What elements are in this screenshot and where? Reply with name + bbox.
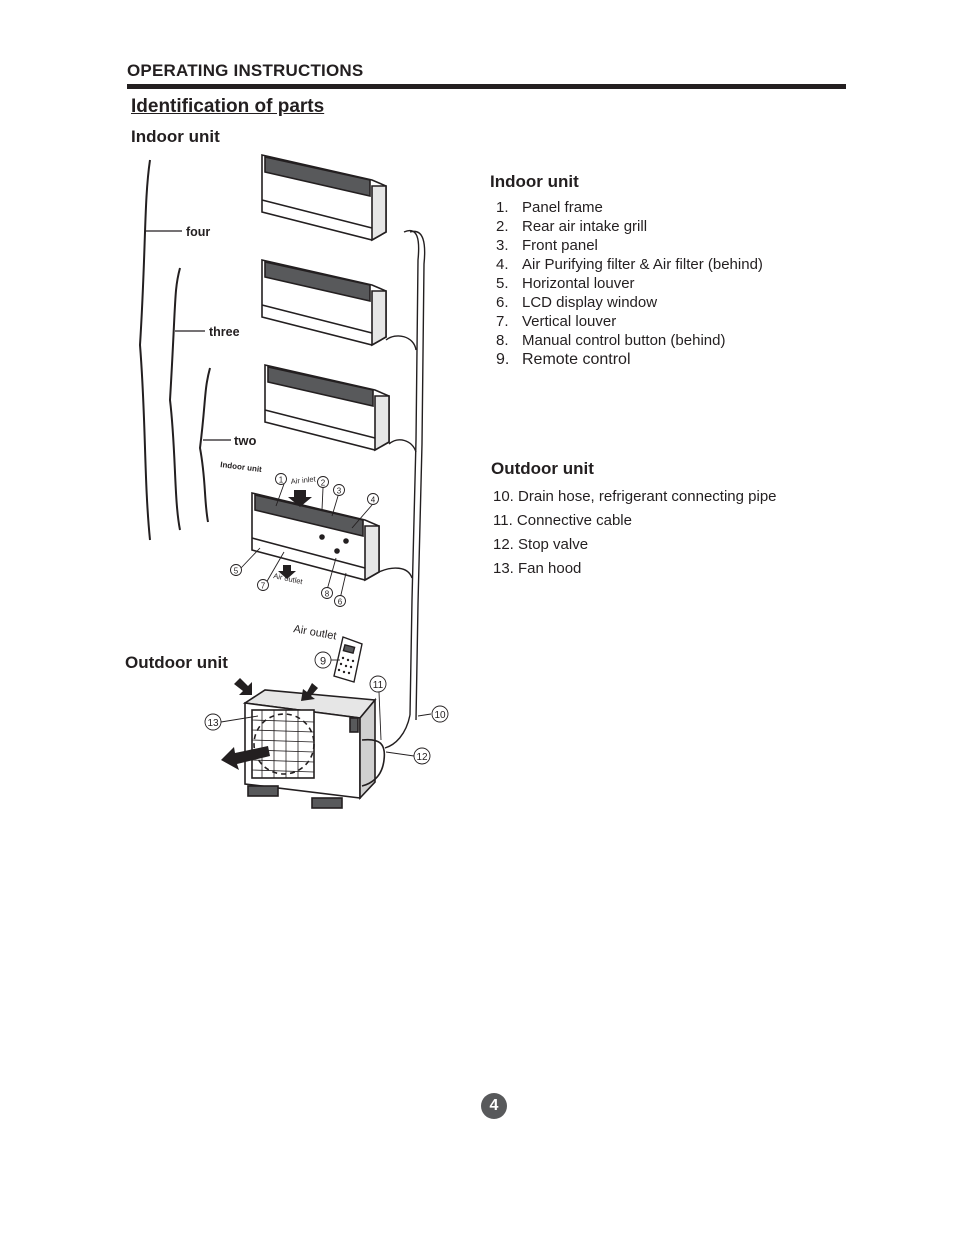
list-item: 2.Rear air intake grill: [496, 218, 648, 235]
list-item: 10. Drain hose, refrigerant connecting p…: [493, 488, 777, 505]
header-rule: [127, 84, 846, 89]
list-item: 4.Air Purifying filter & Air filter (beh…: [496, 256, 763, 273]
arrow-air-outlet-small: [278, 565, 296, 579]
callout-9: 9: [320, 656, 326, 668]
callout-6: 6: [338, 598, 343, 607]
callout-10: 10: [434, 710, 446, 721]
indoor-unit-4: [251, 491, 380, 582]
callout-2: 2: [321, 479, 326, 488]
list-item: 13. Fan hood: [493, 560, 582, 577]
label-air-outlet-remote: Air outlet: [292, 623, 337, 642]
label-air-inlet: Air inlet: [290, 474, 317, 486]
label-indoor-unit-caption: Indoor unit: [220, 460, 263, 474]
list-item: 5.Horizontal louver: [496, 275, 635, 292]
indoor-unit-3: [264, 363, 390, 452]
indoor-unit-2: [261, 258, 387, 347]
callout-5: 5: [234, 567, 239, 576]
label-three: three: [209, 325, 240, 339]
page-number-badge: 4: [481, 1093, 507, 1119]
callout-3: 3: [337, 487, 342, 496]
arrow-intake-top: [301, 683, 318, 701]
brace-two: [198, 367, 211, 523]
list-item: 9.Remote control: [496, 351, 631, 368]
label-two: two: [234, 433, 256, 448]
callout-4: 4: [371, 496, 376, 505]
list-item: 3.Front panel: [496, 237, 598, 254]
indoor-parts-heading: Indoor unit: [490, 172, 579, 191]
section-title: Identification of parts: [131, 96, 325, 117]
arrow-intake-left: [234, 678, 252, 695]
callout-7: 7: [261, 582, 266, 591]
arrow-air-inlet: [288, 490, 312, 507]
indoor-parts-list: 1.Panel frame 2.Rear air intake grill 3.…: [496, 198, 763, 369]
brace-four: [138, 159, 151, 541]
list-item: 8.Manual control button (behind): [496, 332, 726, 349]
arrow-exhaust: [221, 746, 270, 770]
list-item: 6.LCD display window: [496, 294, 658, 311]
label-four: four: [186, 225, 210, 239]
callout-12: 12: [416, 752, 428, 763]
diagram-indoor-heading: Indoor unit: [131, 127, 220, 146]
outdoor-parts-list: 10. Drain hose, refrigerant connecting p…: [493, 485, 777, 581]
callout-1: 1: [279, 476, 284, 485]
outdoor-unit: [242, 689, 386, 809]
list-item: 7.Vertical louver: [496, 313, 617, 330]
callout-13: 13: [207, 718, 219, 729]
list-item: 1.Panel frame: [496, 199, 603, 216]
callout-8: 8: [325, 590, 330, 599]
list-item: 11. Connective cable: [493, 512, 632, 529]
header-title: OPERATING INSTRUCTIONS: [127, 61, 364, 80]
callout-11: 11: [373, 680, 384, 691]
remote-control: [333, 636, 363, 683]
label-air-outlet-small: Air outlet: [273, 571, 305, 586]
diagram-outdoor-heading: Outdoor unit: [125, 653, 228, 672]
pipe-main: [403, 229, 420, 716]
list-item: 12. Stop valve: [493, 536, 589, 553]
outdoor-parts-heading: Outdoor unit: [491, 459, 594, 478]
indoor-unit-1: [261, 153, 387, 242]
brace-three: [168, 267, 181, 531]
